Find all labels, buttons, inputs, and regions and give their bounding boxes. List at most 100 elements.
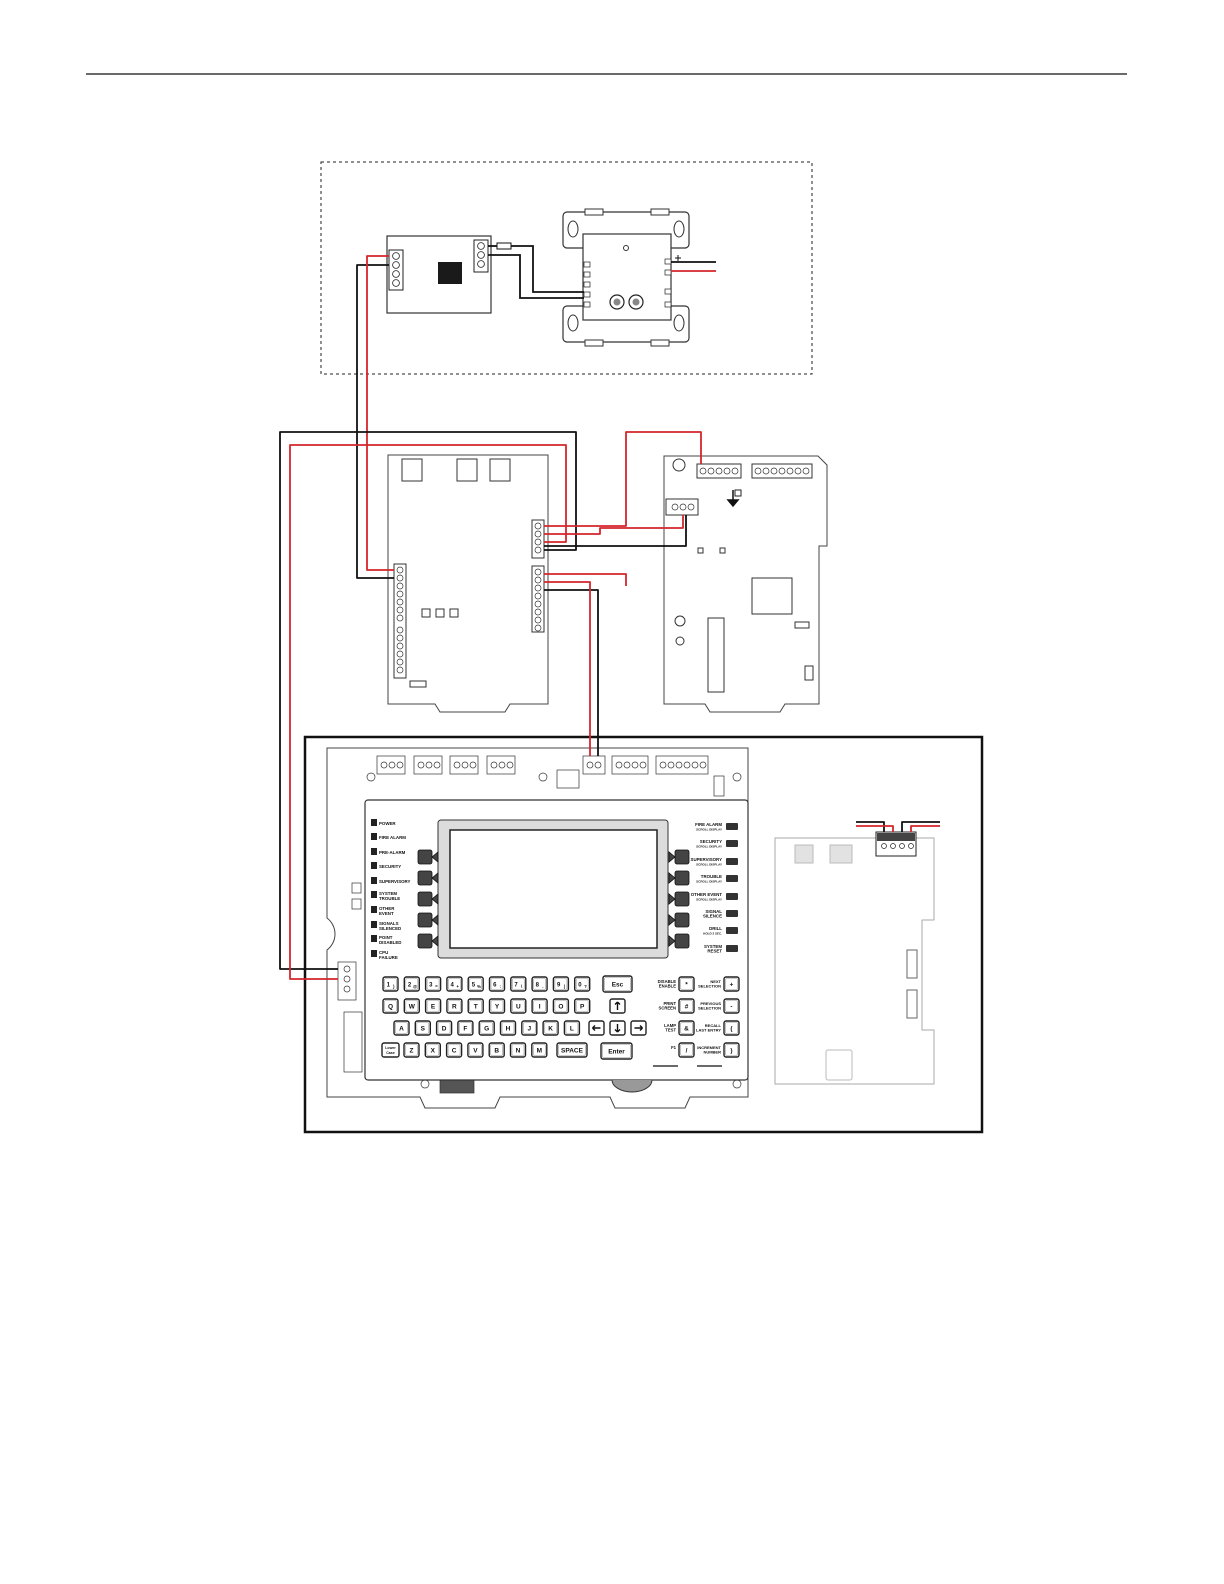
- led-label: POINT: [379, 935, 393, 940]
- led-label: OTHER EVENT: [691, 892, 723, 897]
- key-v[interactable]: V: [467, 1042, 484, 1058]
- arrow-up-key[interactable]: [609, 998, 626, 1014]
- key-y[interactable]: Y: [488, 998, 506, 1014]
- fn-key[interactable]: /: [678, 1042, 695, 1058]
- arrow-right-key[interactable]: [630, 1020, 647, 1036]
- key-e[interactable]: E: [424, 998, 442, 1014]
- arrow-left-key[interactable]: [588, 1020, 605, 1036]
- key-h[interactable]: H: [499, 1020, 517, 1036]
- key-sublabel: \: [521, 984, 523, 989]
- key-label: #: [685, 1004, 689, 1011]
- key-label: L: [570, 1026, 574, 1033]
- key-k[interactable]: K: [542, 1020, 559, 1036]
- key-f[interactable]: F: [457, 1020, 474, 1036]
- led-label: SYSTEM: [379, 891, 397, 896]
- key-d[interactable]: D: [435, 1020, 453, 1036]
- status-led: [371, 906, 377, 913]
- key-sublabel: ): [393, 984, 395, 989]
- enter-key[interactable]: Enter: [600, 1042, 633, 1060]
- key-label: H: [506, 1026, 511, 1033]
- key-label: C: [452, 1048, 457, 1055]
- key-p[interactable]: P: [574, 998, 591, 1014]
- key-n[interactable]: N: [509, 1042, 527, 1058]
- key-t[interactable]: T: [467, 998, 484, 1014]
- key-z[interactable]: Z: [403, 1042, 420, 1058]
- key-0[interactable]: 0?: [574, 976, 591, 992]
- led-label: SIGNAL: [705, 909, 722, 914]
- key-w[interactable]: W: [403, 998, 420, 1014]
- key-label: ): [730, 1048, 732, 1055]
- status-led: [726, 893, 738, 900]
- key-sublabel: .: [542, 984, 543, 989]
- key-8[interactable]: 8.: [531, 976, 548, 992]
- fn-right-key[interactable]: (: [723, 1020, 740, 1036]
- key-r[interactable]: R: [446, 998, 463, 1014]
- key-sublabel: ?: [584, 984, 587, 989]
- key-3[interactable]: 3=: [424, 976, 442, 992]
- key-b[interactable]: B: [488, 1042, 505, 1058]
- arrow-down-key[interactable]: [609, 1020, 626, 1036]
- led-label: SYSTEM: [704, 944, 722, 949]
- key-label: Z: [410, 1048, 414, 1055]
- space-key[interactable]: SPACE: [556, 1042, 588, 1058]
- status-led: [371, 877, 377, 884]
- led-label-line2: SILENCE: [703, 914, 722, 919]
- key-l[interactable]: L: [563, 1020, 581, 1036]
- key-c[interactable]: C: [445, 1042, 463, 1058]
- key-label: 2: [408, 983, 412, 989]
- key-s[interactable]: S: [414, 1020, 431, 1036]
- key-5[interactable]: 5%: [467, 976, 484, 992]
- key-2[interactable]: 2@: [403, 976, 420, 992]
- fn-right-key[interactable]: ): [723, 1042, 740, 1058]
- key-sublabel: =: [435, 984, 438, 989]
- status-led: [371, 848, 377, 855]
- display-soft-keys[interactable]: [417, 849, 690, 949]
- fn-right-label-line2: NUMBER: [703, 1050, 721, 1055]
- key-7[interactable]: 7\: [510, 976, 527, 992]
- led-label: OTHER: [379, 906, 395, 911]
- addressable-module: [562, 208, 690, 347]
- fn-label: LAMP: [664, 1023, 676, 1028]
- key-label: SPACE: [561, 1048, 584, 1055]
- key-u[interactable]: U: [510, 998, 527, 1014]
- key-label: N: [516, 1048, 521, 1055]
- key-m[interactable]: M: [531, 1042, 548, 1058]
- key-6[interactable]: 6:: [488, 976, 506, 992]
- fn-right-label: RECALL: [705, 1023, 722, 1028]
- key-o[interactable]: O: [552, 998, 570, 1014]
- key-g[interactable]: G: [478, 1020, 495, 1036]
- fn-right-label: INCREMENT: [697, 1045, 721, 1050]
- network-module: [774, 831, 935, 1085]
- key-j[interactable]: J: [521, 1020, 538, 1036]
- key-9[interactable]: 9|: [552, 976, 570, 992]
- key-1[interactable]: 1): [382, 976, 399, 992]
- status-led: [371, 833, 377, 840]
- led-label: PRE-ALARM: [379, 850, 406, 855]
- key-a[interactable]: A: [393, 1020, 410, 1036]
- status-led: [726, 910, 738, 917]
- fn-label-line2: TEST: [665, 1028, 676, 1033]
- fn-key[interactable]: *: [678, 976, 695, 992]
- fn-key[interactable]: &: [678, 1020, 695, 1036]
- key-sublabel: |: [564, 984, 565, 989]
- esc-key[interactable]: Esc: [602, 975, 633, 993]
- led-label: DRILL: [709, 926, 722, 931]
- key-sublabel: +: [456, 984, 459, 989]
- key-label: &: [684, 1026, 689, 1033]
- key-label: W: [409, 1004, 416, 1011]
- key-x[interactable]: X: [424, 1042, 441, 1058]
- fn-right-key[interactable]: -: [723, 998, 740, 1014]
- key-q[interactable]: Q: [382, 998, 399, 1014]
- key-i[interactable]: I: [531, 998, 548, 1014]
- status-led: [371, 891, 377, 898]
- field-wiring: [279, 255, 940, 980]
- key-label: X: [431, 1048, 436, 1055]
- led-label-line2: HOLD 2 SEC.: [703, 932, 722, 936]
- key-label: -: [730, 1004, 732, 1011]
- fn-right-key[interactable]: +: [723, 976, 740, 992]
- fn-key[interactable]: #: [678, 998, 695, 1014]
- key-4[interactable]: 4+: [446, 976, 463, 992]
- key-label: Q: [388, 1004, 393, 1011]
